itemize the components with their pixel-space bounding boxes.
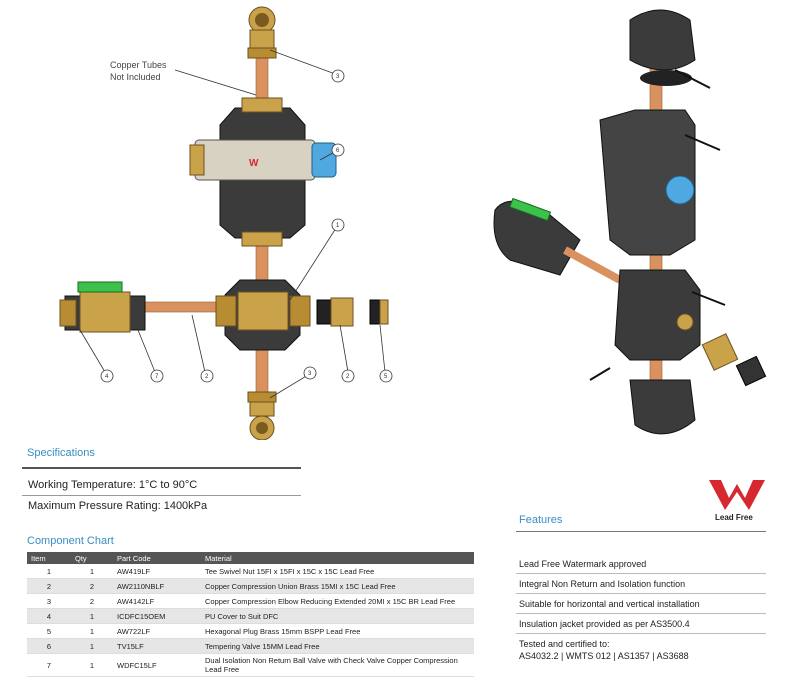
row-qty: 1: [71, 638, 113, 654]
specifications-rule: [22, 467, 301, 469]
working-temperature: Working Temperature: 1°C to 90°C: [28, 479, 198, 491]
row-code: AW722LF: [113, 623, 201, 639]
specifications-title: Specifications: [27, 447, 95, 459]
watermark-logo-icon: [709, 480, 765, 510]
col-qty: Qty: [71, 552, 113, 564]
row-item: 1: [27, 564, 71, 579]
row-qty: 2: [71, 578, 113, 594]
table-row: 6 1 TV15LF Tempering Valve 15MM Lead Fre…: [27, 638, 474, 654]
feature-divider: [516, 633, 766, 634]
row-material: Copper Compression Union Brass 15MI x 15…: [201, 578, 474, 594]
row-qty: 2: [71, 593, 113, 609]
specifications-divider: [22, 495, 301, 496]
row-code: AW419LF: [113, 564, 201, 579]
callout-7: 7: [155, 374, 159, 380]
component-chart-table: Item Qty Part Code Material 1 1 AW419LF …: [27, 552, 474, 677]
feature-item: Insulation jacket provided as per AS3500…: [519, 619, 690, 629]
row-code: ICDFC15OEM: [113, 608, 201, 624]
row-code: AW2110NBLF: [113, 578, 201, 594]
row-item: 5: [27, 623, 71, 639]
tempering-valve: W: [189, 97, 337, 247]
row-qty: 1: [71, 623, 113, 639]
table-row: 5 1 AW722LF Hexagonal Plug Brass 15mm BS…: [27, 623, 474, 639]
component-chart-header: Item Qty Part Code Material: [27, 552, 474, 564]
col-material: Material: [201, 552, 474, 564]
row-qty: 1: [71, 564, 113, 579]
top-elbow: [247, 6, 277, 59]
union-fitting: [316, 297, 354, 327]
callout-2-left: 2: [205, 374, 209, 380]
callout-6: 6: [336, 148, 340, 154]
callout-4: 4: [105, 374, 109, 380]
row-material: Copper Compression Elbow Reducing Extend…: [201, 593, 474, 609]
callout-3-top: 3: [336, 74, 340, 80]
exploded-assembly-drawing: W: [59, 6, 393, 440]
row-item: 7: [27, 653, 71, 677]
feature-divider: [516, 613, 766, 614]
tested-line1: Tested and certified to:: [519, 639, 610, 649]
feature-item: Integral Non Return and Isolation functi…: [519, 579, 686, 589]
row-material: Dual Isolation Non Return Ball Valve wit…: [201, 653, 474, 677]
row-item: 3: [27, 593, 71, 609]
table-row: 3 2 AW4142LF Copper Compression Elbow Re…: [27, 593, 474, 609]
row-code: TV15LF: [113, 638, 201, 654]
row-item: 2: [27, 578, 71, 594]
table-row: 2 2 AW2110NBLF Copper Compression Union …: [27, 578, 474, 594]
copper-note-line2: Not Included: [110, 72, 161, 82]
row-material: Tee Swivel Nut 15FI x 15FI x 15C x 15C L…: [201, 564, 474, 579]
row-material: Hexagonal Plug Brass 15mm BSPP Lead Free: [201, 623, 474, 639]
row-material: Tempering Valve 15MM Lead Free: [201, 638, 474, 654]
insulated-assembly-drawing: [493, 9, 767, 435]
table-row: 7 1 WDFC15LF Dual Isolation Non Return B…: [27, 653, 474, 677]
col-part-code: Part Code: [113, 552, 201, 564]
hex-plug: [369, 299, 389, 325]
callout-1: 1: [336, 223, 340, 229]
ball-valve: [59, 281, 146, 333]
bottom-elbow: [247, 391, 277, 440]
table-row: 1 1 AW419LF Tee Swivel Nut 15FI x 15FI x…: [27, 564, 474, 579]
features-rule: [516, 531, 766, 532]
callout-2-right: 2: [346, 374, 350, 380]
feature-item: Suitable for horizontal and vertical ins…: [519, 599, 700, 609]
tested-line2: AS4032.2 | WMTS 012 | AS1357 | AS3688: [519, 651, 689, 661]
svg-text:W: W: [249, 158, 259, 169]
callout-3-bottom: 3: [308, 371, 312, 377]
tee-fitting: [215, 279, 311, 351]
features-title: Features: [519, 514, 563, 526]
feature-divider: [516, 593, 766, 594]
row-item: 4: [27, 608, 71, 624]
row-qty: 1: [71, 653, 113, 677]
copper-note-line1: Copper Tubes: [110, 60, 167, 70]
row-item: 6: [27, 638, 71, 654]
row-material: PU Cover to Suit DFC: [201, 608, 474, 624]
row-qty: 1: [71, 608, 113, 624]
row-code: AW4142LF: [113, 593, 201, 609]
max-pressure: Maximum Pressure Rating: 1400kPa: [28, 500, 208, 512]
callout-5: 5: [384, 374, 388, 380]
feature-item: Lead Free Watermark approved: [519, 559, 647, 569]
col-item: Item: [27, 552, 71, 564]
lead-free-caption: Lead Free: [715, 513, 753, 522]
table-row: 4 1 ICDFC15OEM PU Cover to Suit DFC: [27, 608, 474, 624]
row-code: WDFC15LF: [113, 653, 201, 677]
feature-divider: [516, 573, 766, 574]
component-chart-title: Component Chart: [27, 535, 114, 547]
